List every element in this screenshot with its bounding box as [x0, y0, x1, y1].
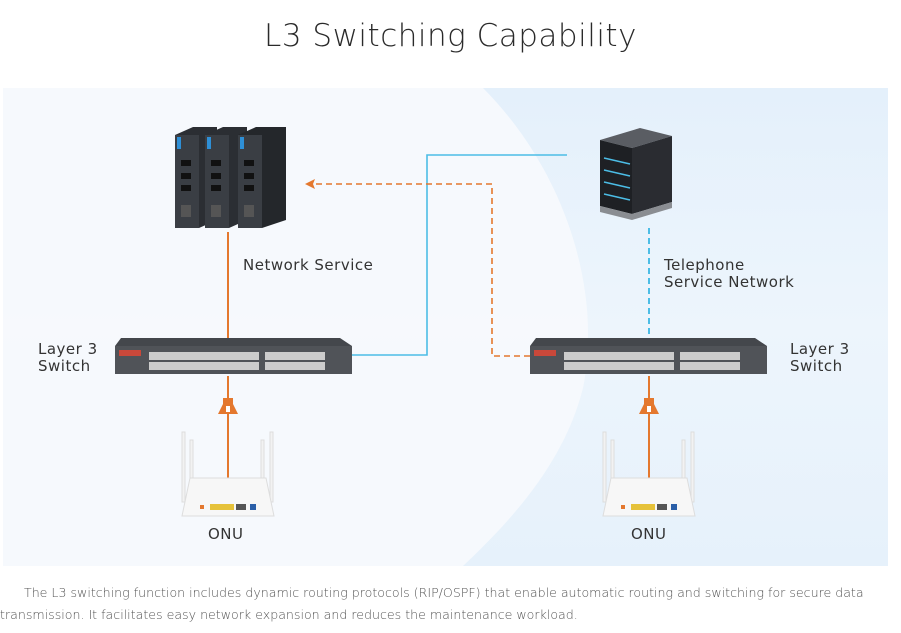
switch-right-label-line1: Layer 3	[790, 340, 850, 358]
description: The L3 switching function includes dynam…	[0, 582, 901, 626]
switch-left-label-line1: Layer 3	[38, 340, 98, 358]
switch-left-label-line2: Switch	[38, 357, 91, 375]
telephone-server-icon	[600, 128, 672, 220]
onu-left-label: ONU	[208, 525, 244, 543]
switch-left-icon	[115, 338, 352, 374]
diagram-panel	[3, 88, 888, 566]
onu-left-icon	[181, 431, 275, 517]
link-right-switch-network-service	[312, 183, 530, 357]
onu-right-icon	[602, 431, 696, 517]
link-left-switch-telephone	[352, 154, 567, 356]
description-text: The L3 switching function includes dynam…	[0, 585, 864, 622]
plug-icon	[218, 398, 238, 414]
links	[227, 154, 650, 478]
telephone-label-line1: Telephone	[664, 256, 745, 274]
plug-icon	[639, 398, 659, 414]
switch-right-icon	[530, 338, 767, 374]
page-title: L3 Switching Capability	[264, 18, 637, 54]
network-server-icon	[175, 127, 286, 228]
telephone-label-line2: Service Network	[664, 273, 795, 291]
background-shape	[3, 88, 589, 566]
network-service-label: Network Service	[243, 256, 374, 274]
switch-right-label-line2: Switch	[790, 357, 843, 375]
onu-right-label: ONU	[631, 525, 667, 543]
arrow-head	[305, 179, 315, 189]
